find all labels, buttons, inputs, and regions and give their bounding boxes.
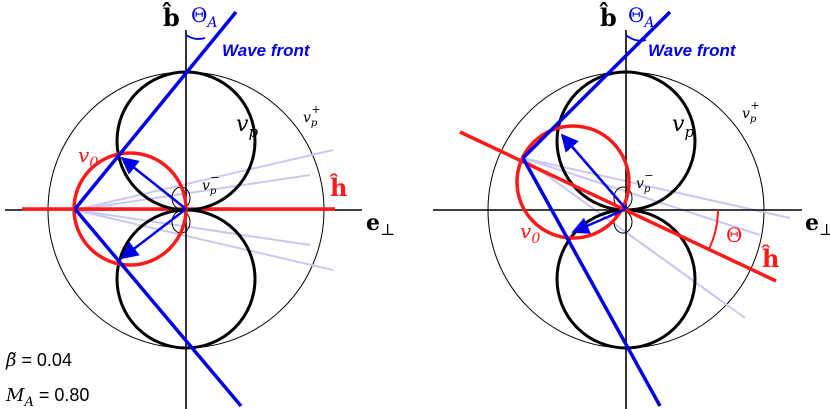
left-wave-front-upper	[73, 10, 238, 211]
right-e-perp-label: e⊥	[805, 210, 830, 239]
left-panel: b̂ ΘA Wave front vp vp+ vp− v0 ĥ e⊥ β̃= …	[5, 2, 395, 409]
right-wave-front-lower	[521, 157, 662, 407]
left-vp-label: vp	[236, 112, 258, 141]
left-arrow-lower	[120, 208, 187, 260]
right-wave-front-upper	[521, 10, 672, 160]
right-v0-circle	[515, 124, 631, 240]
right-theta-arc	[708, 209, 719, 250]
right-b-hat-label: b̂	[599, 2, 617, 32]
right-v0-label: v0	[520, 219, 540, 247]
right-wave-front-label: Wave front	[648, 41, 737, 60]
right-vp-minus-label: vp−	[636, 169, 654, 195]
left-b-hat-label: b̂	[162, 2, 180, 32]
left-arrow-upper	[120, 156, 187, 210]
left-theta-a-label: ΘA	[191, 3, 218, 31]
left-e-perp-label: e⊥	[366, 210, 395, 239]
left-vp-minus-label: vp−	[202, 171, 220, 197]
right-arrow-upper	[560, 133, 627, 210]
left-wave-front-lower	[73, 207, 243, 408]
right-vp-plus-label: vp+	[742, 99, 760, 125]
left-faint-rays	[74, 149, 334, 271]
beta-parameter: β̃= 0.04	[5, 350, 72, 371]
right-panel: b̂ ΘA Wave front vp vp+ vp− v0 Θ ĥ e⊥	[433, 2, 830, 409]
right-theta-a-label: ΘA	[628, 3, 655, 31]
left-theta-a-arc	[185, 34, 206, 40]
right-arrow-lower	[571, 207, 627, 234]
left-h-hat-label: ĥ	[329, 173, 347, 202]
ma-parameter: MA= 0.80	[5, 385, 89, 409]
right-h-hat-label: ĥ	[761, 244, 779, 273]
left-wave-front-label: Wave front	[222, 41, 311, 60]
left-v0-label: v0	[78, 143, 98, 171]
left-vp-plus-label: vp+	[303, 103, 321, 129]
right-theta-a-arc	[625, 34, 647, 42]
right-h-hat-line	[459, 130, 777, 283]
right-vp-label: vp	[672, 112, 694, 141]
right-theta-label: Θ	[726, 223, 742, 247]
